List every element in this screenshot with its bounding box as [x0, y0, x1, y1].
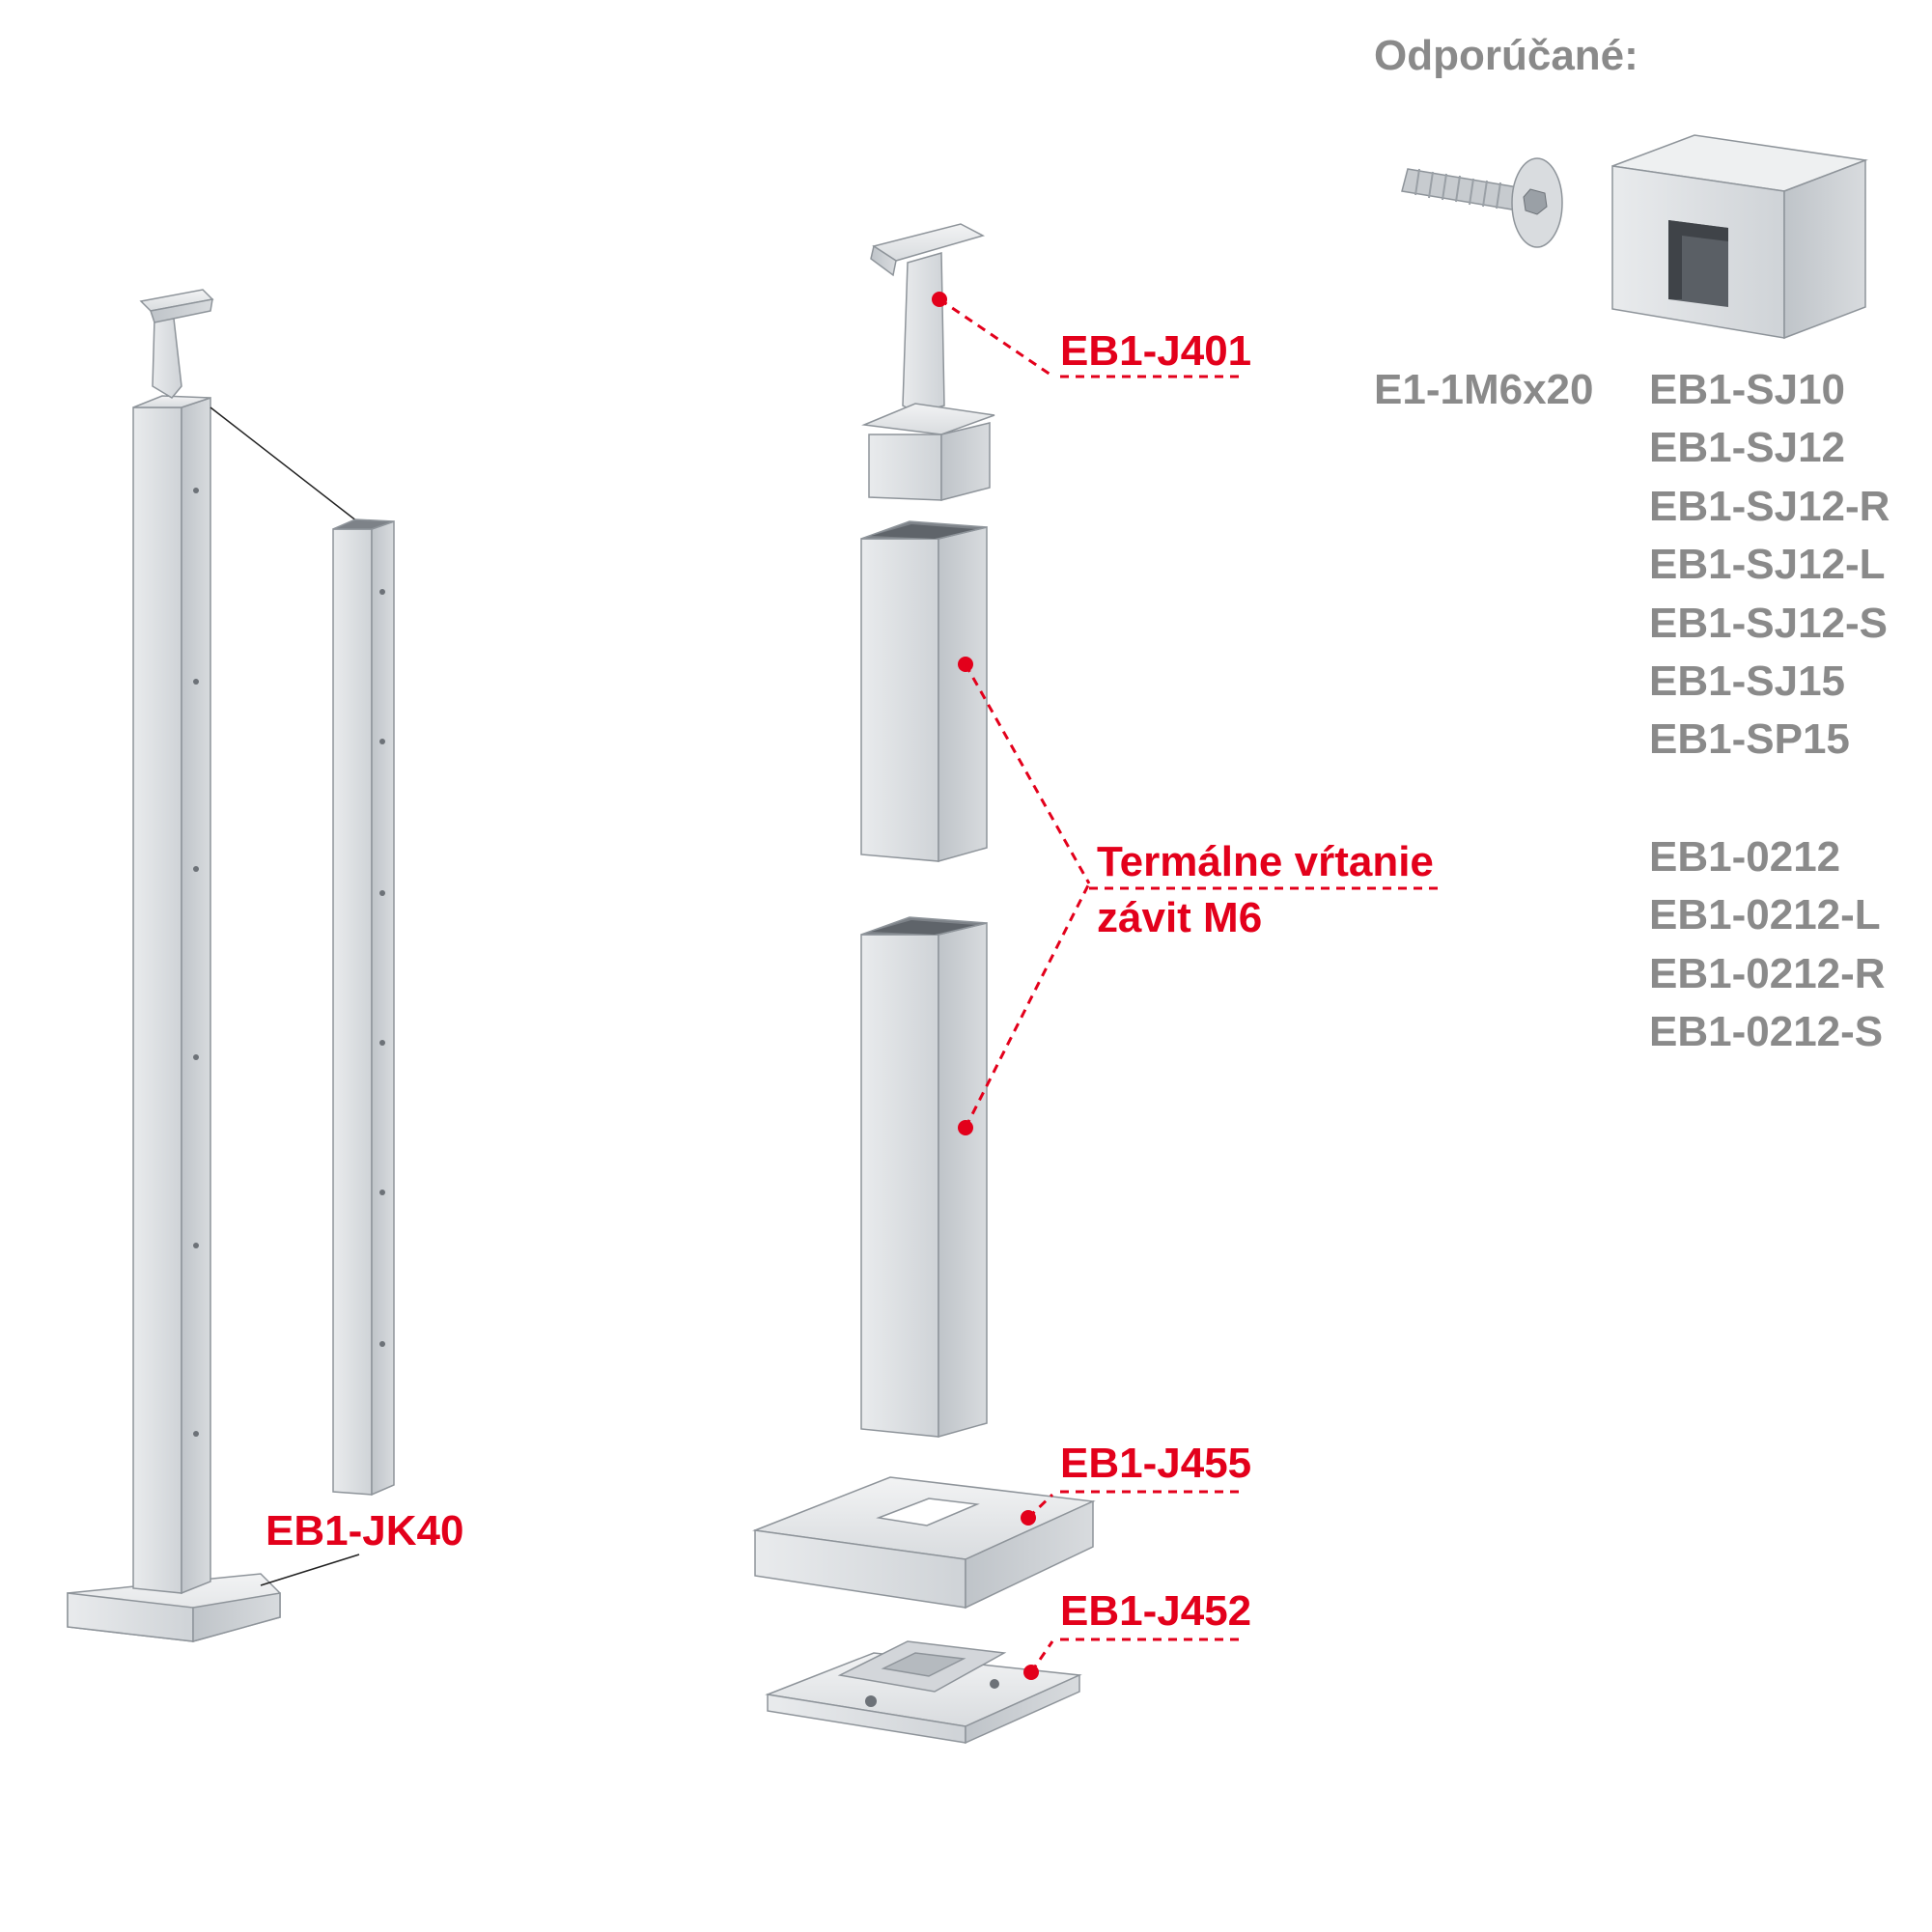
- screw-code: E1-1M6x20: [1374, 366, 1593, 413]
- tube-segment-lower: [860, 916, 988, 1438]
- base-plate-part: [765, 1640, 1082, 1745]
- cap-code: EB1-SJ12-S: [1649, 600, 1888, 647]
- assembled-post: [67, 289, 281, 1642]
- drilling-label-line1: Termálne vŕtanie: [1097, 838, 1434, 885]
- screw-illustration: [1401, 157, 1563, 248]
- assembled-post-tube: [132, 406, 182, 1594]
- connector-code: EB1-0212-L: [1649, 891, 1881, 938]
- cap-code: EB1-SP15: [1649, 715, 1850, 763]
- connector-box-illustration: [1611, 134, 1868, 340]
- cover-plate-label: EB1-J455: [1060, 1440, 1251, 1487]
- cap-code: EB1-SJ12-L: [1649, 541, 1886, 588]
- jk40-leader: [260, 1554, 360, 1586]
- cover-plate-part: [752, 1476, 1096, 1610]
- cap-code: EB1-SJ12: [1649, 424, 1845, 471]
- connector-code-list: EB1-0212 EB1-0212-L EB1-0212-R EB1-0212-…: [1649, 833, 1886, 1055]
- post-tube-detail: [332, 518, 395, 1497]
- connector-code: EB1-0212-S: [1649, 1008, 1883, 1055]
- assembled-post-label: EB1-JK40: [266, 1507, 463, 1554]
- cap-code: EB1-SJ10: [1649, 366, 1845, 413]
- cap-code: EB1-SJ15: [1649, 658, 1845, 705]
- handrail-holder-label: EB1-J401: [1060, 327, 1251, 375]
- cap-code-list: EB1-SJ10 EB1-SJ12 EB1-SJ12-R EB1-SJ12-L …: [1649, 366, 1890, 763]
- tube-segment-upper: [860, 520, 988, 862]
- drilling-label-line2: závit M6: [1097, 894, 1262, 941]
- handrail-holder-part: [861, 223, 995, 501]
- part-callouts: EB1-J401 Termálne vŕtanie závit M6 EB1-J…: [932, 292, 1439, 1680]
- connector-code: EB1-0212-R: [1649, 950, 1886, 997]
- assembled-holder-stem: [152, 318, 182, 399]
- base-plate-label: EB1-J452: [1060, 1587, 1251, 1635]
- assembled-post-holes: [193, 488, 199, 1437]
- cap-code: EB1-SJ12-R: [1649, 483, 1890, 530]
- detail-connector-line: [210, 406, 358, 522]
- recommended-heading: Odporúčané:: [1374, 32, 1638, 79]
- connector-code: EB1-0212: [1649, 833, 1840, 881]
